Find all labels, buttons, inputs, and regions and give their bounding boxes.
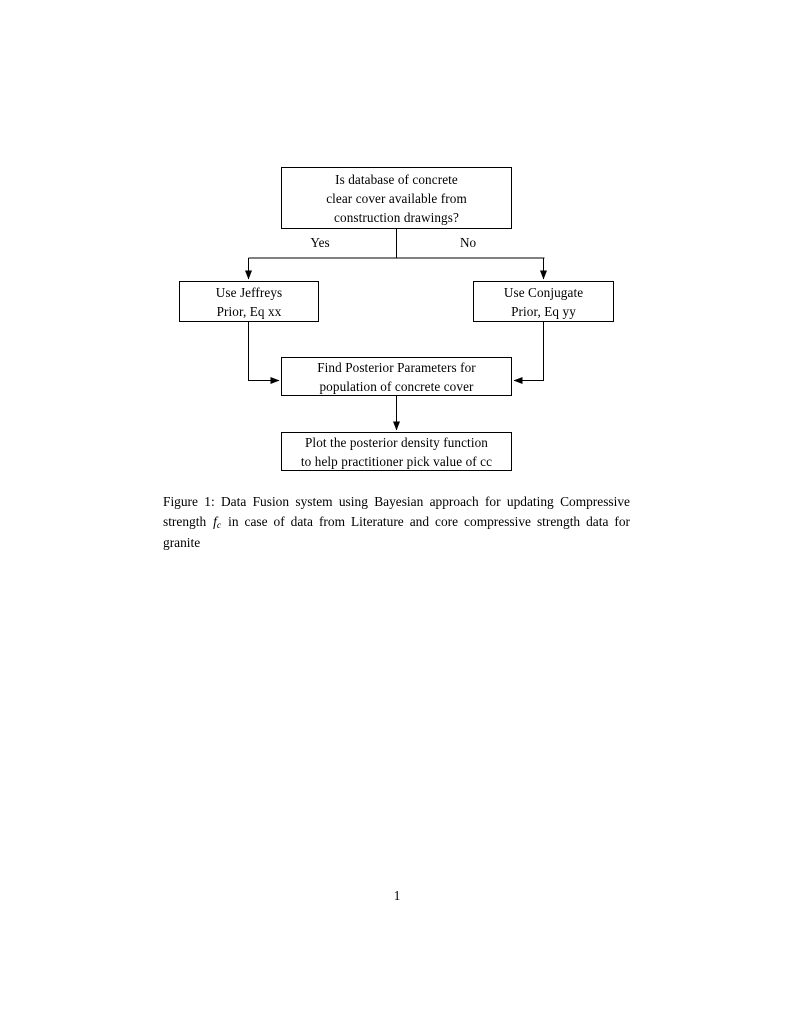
node-use-jeffreys-prior: Use Jeffreys Prior, Eq xx [179, 281, 319, 322]
node-plot-line-1: Plot the posterior density function [305, 434, 488, 450]
figure-caption: Figure 1: Data Fusion system using Bayes… [163, 492, 630, 553]
node-plot-line-2: to help practitioner pick value of cc [300, 453, 493, 469]
node-posterior-line-1: Find Posterior Parameters for [317, 359, 476, 375]
node-plot-posterior-density: Plot the posterior density function to h… [281, 432, 512, 471]
node-posterior-line-2: population of concrete cover [319, 378, 474, 394]
node-use-conjugate-prior: Use Conjugate Prior, Eq yy [473, 281, 614, 322]
node-decision-line-3: construction drawings? [334, 209, 459, 225]
figure-caption-math-fc: fc [212, 513, 222, 531]
edge-jeffreys-to-posterior [248, 322, 280, 384]
math-subscript: c [216, 519, 222, 531]
node-decision-line-2: clear cover available from [326, 190, 467, 206]
figure-caption-label: Figure 1: [163, 494, 215, 509]
node-conjugate-line-1: Use Conjugate [503, 284, 584, 300]
node-jeffreys-line-1: Use Jeffreys [215, 284, 283, 300]
edge-label-yes: Yes [310, 235, 330, 250]
node-find-posterior-parameters: Find Posterior Parameters for population… [281, 357, 512, 396]
node-decision-database-available: Is database of concrete clear cover avai… [281, 167, 512, 229]
page-number: 1 [393, 888, 401, 903]
node-decision-line-1: Is database of concrete [335, 171, 458, 187]
flowchart-connectors [245, 229, 547, 431]
edge-label-no: No [459, 235, 477, 250]
math-base: f [213, 513, 217, 529]
figure-caption-text-before: Data Fusion system using Bayesian approa… [163, 494, 630, 529]
figure-flowchart: Is database of concrete clear cover avai… [0, 0, 794, 550]
node-jeffreys-line-2: Prior, Eq xx [216, 303, 282, 319]
figure-caption-text-after: in case of data from Literature and core… [163, 513, 630, 550]
node-conjugate-line-2: Prior, Eq yy [511, 303, 576, 319]
edge-conjugate-to-posterior [513, 322, 544, 384]
